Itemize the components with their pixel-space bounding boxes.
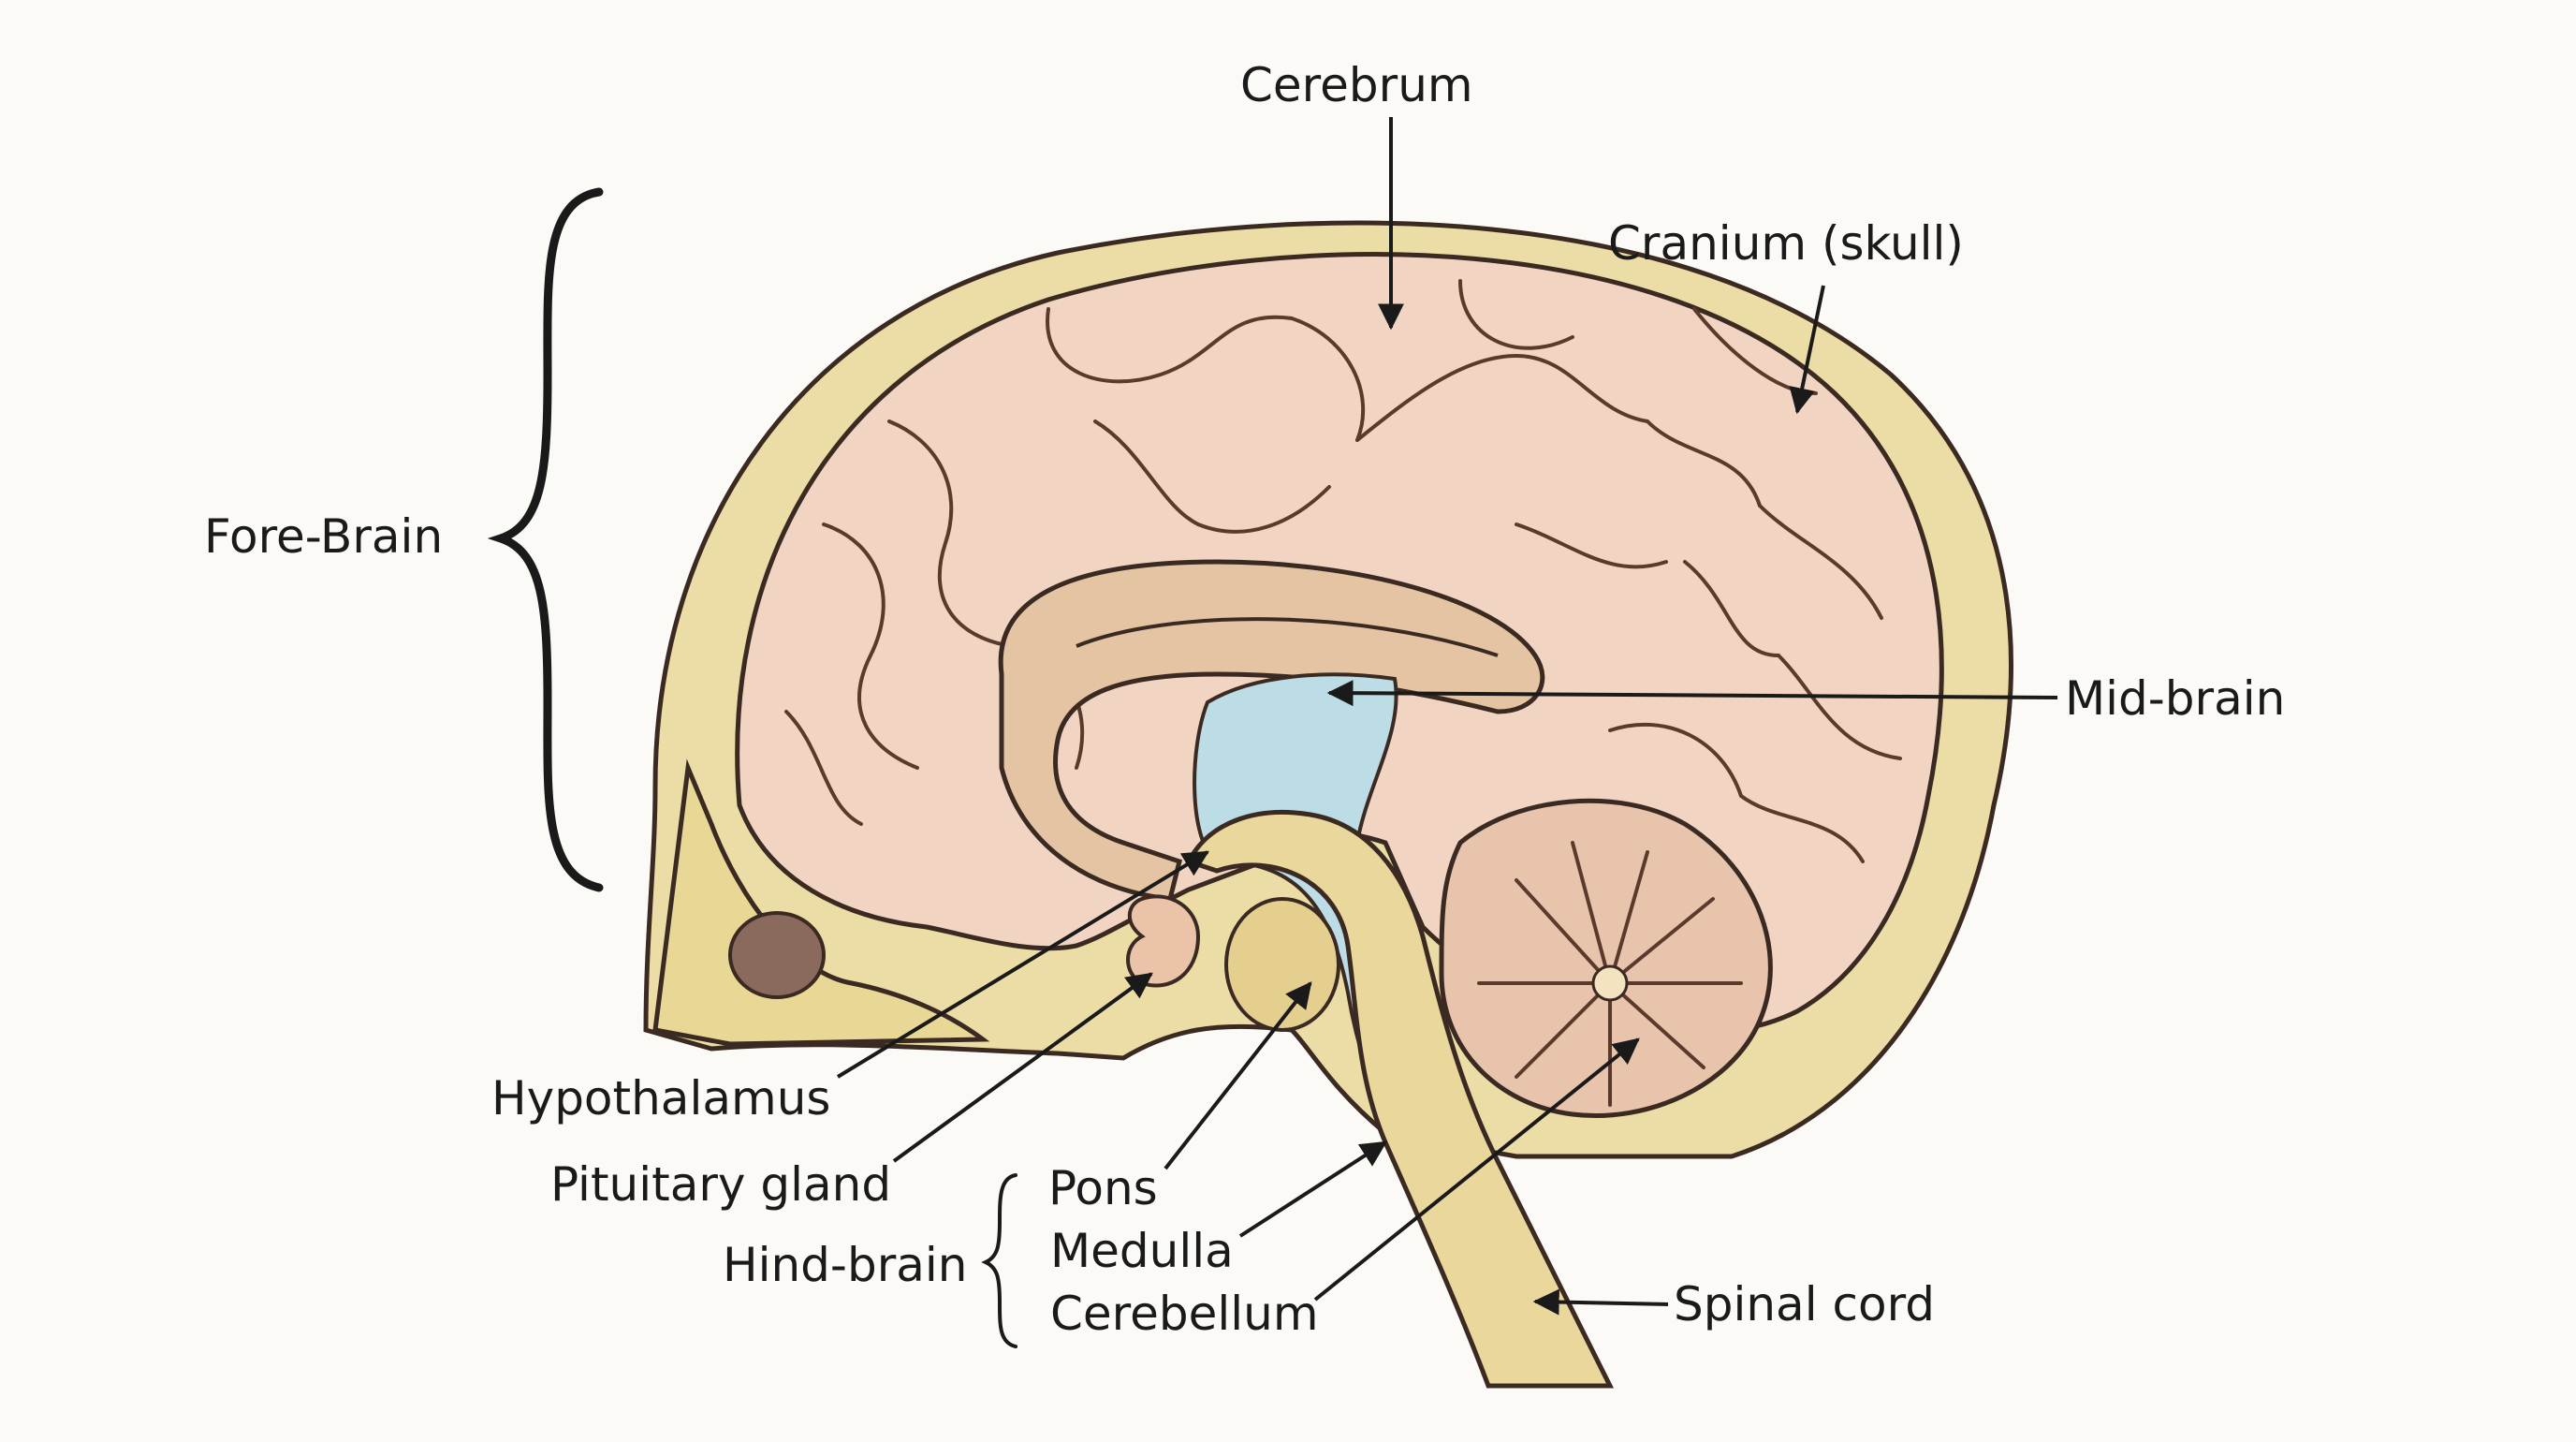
label-cerebellum: Cerebellum <box>1050 1287 1319 1341</box>
fore-brain-brace <box>487 187 604 892</box>
cerebellum-leader <box>1313 1037 1640 1302</box>
label-spinal-cord: Spinal cord <box>1674 1277 1935 1332</box>
pituitary-shape <box>1126 894 1201 988</box>
label-medulla: Medulla <box>1050 1224 1234 1278</box>
label-cranium: Cranium (skull) <box>1608 216 1964 271</box>
pituitary-leader <box>892 972 1153 1163</box>
label-pons: Pons <box>1048 1161 1158 1215</box>
label-hind-brain: Hind-brain <box>723 1238 967 1292</box>
label-hypothalamus: Hypothalamus <box>491 1071 830 1126</box>
pons-bulge <box>1224 897 1340 1032</box>
hind-brain-brace <box>981 1173 1017 1348</box>
brainstem-spinal-cord <box>1185 809 1615 1389</box>
label-pituitary: Pituitary gland <box>550 1157 891 1212</box>
mid-brain-leader <box>1326 680 2058 707</box>
spinal-cord-leader <box>1532 1288 1669 1316</box>
label-fore-brain: Fore-Brain <box>204 509 443 564</box>
sinus-cavity <box>728 911 826 999</box>
label-cerebrum: Cerebrum <box>1240 58 1473 112</box>
pons-leader <box>1164 981 1312 1170</box>
cranium-leader <box>1789 285 1825 415</box>
label-mid-brain: Mid-brain <box>2065 671 2285 726</box>
medulla-leader <box>1238 1140 1387 1238</box>
hypothalamus-leader <box>836 850 1209 1079</box>
cerebellum-shape <box>1439 798 1773 1118</box>
